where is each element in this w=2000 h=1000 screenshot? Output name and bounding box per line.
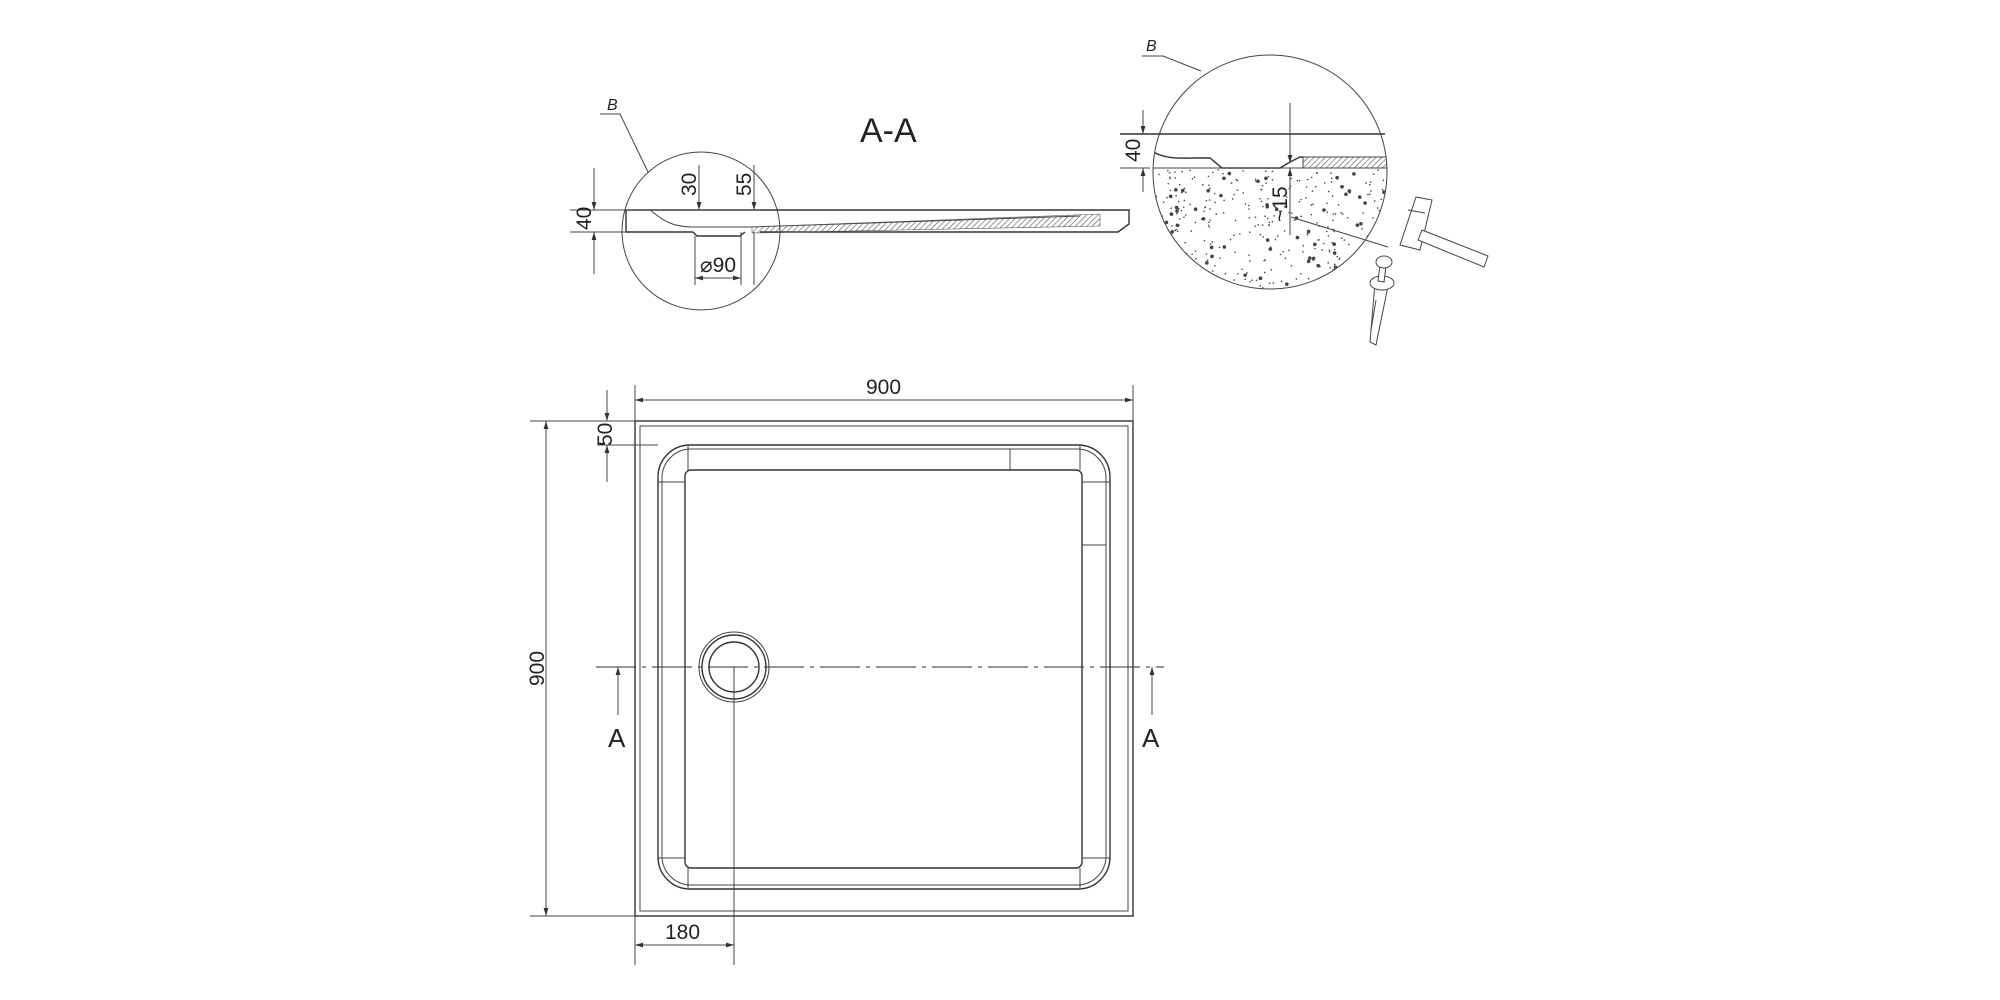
section-mark-left: A <box>608 723 626 753</box>
plan-view: A A 900 900 50 180 <box>526 376 1164 965</box>
section-view: A-A B 40 30 55 ⌀90 <box>570 97 1130 311</box>
hammer-icon <box>1399 196 1489 268</box>
detail-b-view: B 40 ~15 <box>1120 38 1489 346</box>
hatched-wall <box>1302 156 1387 169</box>
dim-width: 900 <box>866 376 901 399</box>
detail-label-b: B <box>607 97 618 114</box>
section-title: A-A <box>860 112 917 150</box>
dim-depth: 900 <box>526 651 549 686</box>
tray-outline <box>634 420 1134 917</box>
dim-drain-position: 180 <box>665 921 700 944</box>
nail-anchor-icon <box>1369 255 1395 346</box>
hatched-wall <box>751 213 1101 234</box>
drain-outlet <box>692 231 746 237</box>
tray-edge-profile <box>1153 149 1303 169</box>
dim-rim: 50 <box>594 423 617 446</box>
detail-dim-height: 40 <box>1122 139 1145 162</box>
section-dim-drain-depth: 30 <box>678 173 701 196</box>
section-dim-drain-offset: 55 <box>733 173 756 196</box>
section-dim-height: 40 <box>573 207 596 230</box>
section-dim-drain-diameter: ⌀90 <box>700 254 736 277</box>
detail-leader <box>600 113 649 173</box>
detail-circle <box>1152 54 1388 290</box>
tray-profile <box>626 209 1130 233</box>
detail-dim-embed: ~15 <box>1269 186 1292 222</box>
tray-floor <box>684 469 1083 869</box>
detail-label: B <box>1146 38 1157 55</box>
section-mark-right: A <box>1142 723 1160 753</box>
